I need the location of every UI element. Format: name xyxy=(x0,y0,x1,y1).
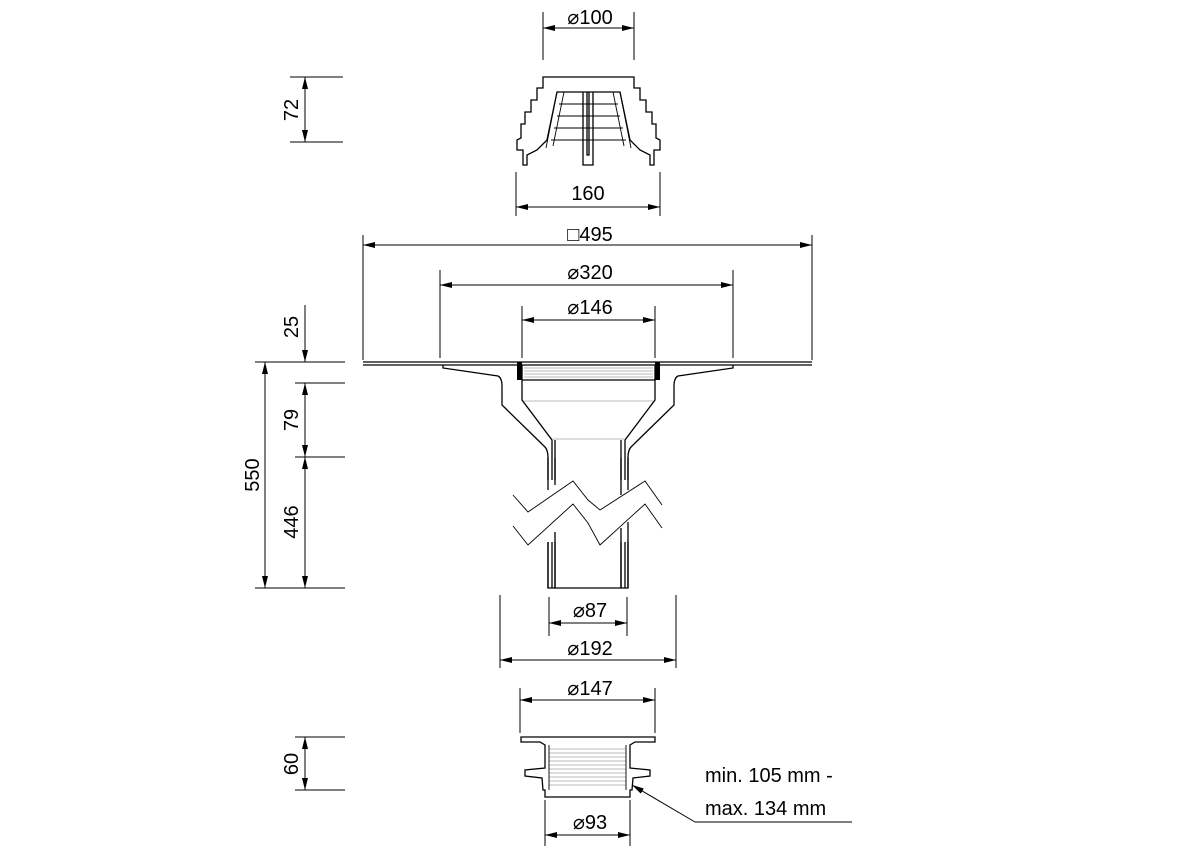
dim-pipe-length: 446 xyxy=(281,505,303,538)
dim-grate-top-diameter: ⌀100 xyxy=(567,7,612,29)
dim-ring-height: 60 xyxy=(281,753,303,775)
dim-grate-bottom-width: 160 xyxy=(571,183,604,205)
ring-drawing xyxy=(520,736,656,798)
dim-body-outer-diameter: ⌀192 xyxy=(567,638,612,660)
dim-total-height: 550 xyxy=(242,458,264,491)
dimension-labels: ⌀100 72 160 □495 ⌀320 ⌀146 25 79 550 446… xyxy=(242,7,833,834)
dim-pipe-diameter: ⌀87 xyxy=(573,600,607,622)
dimension-lines xyxy=(255,12,852,846)
drain-body-drawing xyxy=(363,361,812,589)
note-max: max. 134 mm xyxy=(705,798,826,820)
dim-ring-bottom-diameter: ⌀93 xyxy=(573,812,607,834)
dim-flange-diameter: ⌀320 xyxy=(567,262,612,284)
dim-flange-thickness: 25 xyxy=(281,316,303,338)
grate-drawing xyxy=(516,76,661,166)
dim-ring-diameter: ⌀147 xyxy=(567,678,612,700)
dim-inlet-diameter: ⌀146 xyxy=(567,297,612,319)
note-min: min. 105 mm - xyxy=(705,765,833,787)
dim-grate-height: 72 xyxy=(281,99,303,121)
dim-body-upper-height: 79 xyxy=(281,409,303,431)
dim-flange-square: □495 xyxy=(567,224,612,246)
